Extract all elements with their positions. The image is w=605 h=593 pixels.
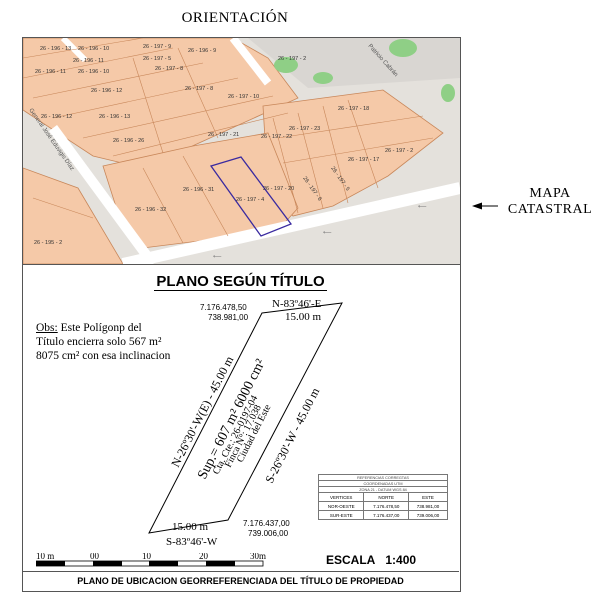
table-row: NOR-OESTE 7.176.478,50 738.981,00: [317, 501, 448, 511]
lot-label: 26 - 197 - 10: [228, 94, 259, 100]
lot-label: 26 - 197 - 4: [236, 197, 264, 203]
scale-text: ESCALA 1:400: [326, 553, 416, 567]
map-side-label: MAPA CATASTRAL: [498, 186, 602, 218]
lot-label: 26 - 197 - 8: [155, 66, 183, 72]
lot-label: 26 - 197 - 18: [338, 106, 369, 112]
ref-col-este: ESTE: [408, 492, 448, 502]
obs-text-1: Este Polígonp del: [57, 322, 142, 334]
ref-col-vertices: VERTICES: [317, 492, 365, 502]
top-length: 15.00 m: [285, 311, 322, 323]
cadastral-map: ⟵ ⟵ ⟵ Patricio Cabrán General José Eduvi…: [22, 37, 461, 265]
scale-value: 1:400: [385, 553, 417, 567]
footer-title: PLANO DE UBICACION GEORREFERENCIADA DEL …: [22, 571, 459, 589]
lot-label: 26 - 195 - 2: [34, 240, 62, 246]
ref-cell: SUR-ESTE: [317, 510, 365, 520]
plan-title-text: PLANO SEGÚN TÍTULO: [154, 273, 327, 291]
lot-label: 26 - 197 - 17: [348, 157, 379, 163]
lot-label: 26 - 196 - 11: [73, 58, 104, 64]
lot-label: 26 - 197 - 21: [208, 132, 239, 138]
lot-label: 26 - 197 - 2: [278, 56, 306, 62]
plan-frame: [22, 263, 461, 592]
lot-label: 26 - 196 - 11: [35, 69, 66, 75]
obs-label: Obs:: [36, 322, 58, 334]
lot-label: 26 - 197 - 2: [385, 148, 413, 154]
ref-cell: 739.006,00: [408, 510, 448, 520]
scale-tick: 20: [199, 553, 209, 561]
svg-text:⟵: ⟵: [213, 254, 222, 260]
scale-tick: 10 m: [36, 553, 54, 561]
coord-nw-norte: 7.176.478,50: [200, 303, 247, 312]
coord-nw-este: 738.981,00: [208, 313, 249, 322]
lot-label: 26 - 197 - 8: [185, 86, 213, 92]
coord-se-norte: 7.176.437,00: [243, 519, 290, 528]
map-side-label-line1: MAPA: [529, 186, 571, 201]
top-bearing: N-83º46'-E: [272, 298, 322, 310]
coord-se-este: 739.006,00: [248, 529, 289, 538]
svg-text:⟵: ⟵: [418, 204, 427, 210]
scale-label: ESCALA: [326, 553, 376, 567]
lot-label: 26 - 197 - 9: [143, 44, 171, 50]
highlighted-parcel: [209, 156, 293, 237]
map-pointer-arrow-icon: [472, 202, 498, 210]
lot-label: 26 - 197 - 5: [143, 56, 171, 62]
orientation-title: ORIENTACIÓN: [181, 10, 289, 26]
lot-label: 26 - 197 - 23: [289, 126, 320, 132]
lot-label: 26 - 196 - 26: [113, 138, 144, 144]
ref-cell: 7.176.478,50: [363, 501, 410, 511]
ref-cell: 7.176.437,00: [363, 510, 410, 520]
scale-bar: 10 m 00 10 20 30m: [36, 553, 266, 567]
reference-table: REFERENCIAS CORREGTAS COORDENADAS UTM ZO…: [317, 474, 448, 520]
lot-label: 26 - 196 - 9: [188, 48, 216, 54]
lot-label: 26 - 196 - 10: [78, 69, 109, 75]
table-row: SUR-ESTE 7.176.437,00 739.006,00: [317, 510, 448, 520]
bottom-bearing: S-83º46'-W: [166, 536, 218, 548]
scale-tick: 10: [142, 553, 152, 561]
parcel-polygon: [148, 302, 343, 534]
lot-label: 26 - 196 - 13: [99, 114, 130, 120]
lot-label: 26 - 196 - 32: [135, 207, 166, 213]
bottom-length: 15.00 m: [172, 521, 209, 533]
lot-label: 26 - 197 - 22: [261, 134, 292, 140]
lot-label: 26 - 196 - 10: [78, 46, 109, 52]
lot-label: 26 - 197 - 20: [263, 186, 294, 192]
right-side-label: S-26º30'-W - 45.00 m: [262, 385, 322, 485]
obs-text-2: Título encierra solo 567 m²: [36, 336, 162, 348]
ref-col-norte: NORTE: [363, 492, 410, 502]
obs-text-3: 8075 cm² con esa inclinacion: [36, 350, 171, 362]
ref-cell: 738.981,00: [408, 501, 448, 511]
lot-label: 26 - 196 - 13: [40, 46, 71, 52]
scale-tick: 00: [90, 553, 100, 561]
observation-note: Obs: Este Polígonp del Título encierra s…: [36, 321, 196, 363]
cadastral-map-svg: ⟵ ⟵ ⟵ Patricio Cabrán General José Eduvi…: [23, 38, 460, 264]
lot-label: 26 - 196 - 31: [183, 187, 214, 193]
lot-label: 26 - 196 - 12: [41, 114, 72, 120]
scale-tick: 30m: [250, 553, 266, 561]
map-side-label-line2: CATASTRAL: [507, 202, 593, 217]
svg-text:⟵: ⟵: [323, 230, 332, 236]
lot-label: 26 - 196 - 12: [91, 88, 122, 94]
plan-title: PLANO SEGÚN TÍTULO: [22, 273, 459, 291]
ref-cell: NOR-OESTE: [317, 501, 365, 511]
